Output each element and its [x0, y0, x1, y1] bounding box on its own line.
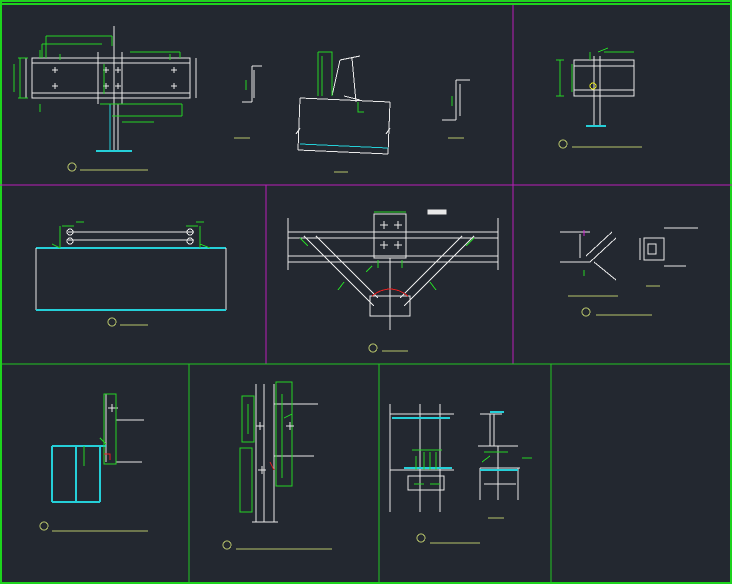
weld-arc [371, 288, 409, 297]
panel-beam-splice [13, 26, 470, 173]
detail-marker [222, 540, 232, 550]
bolt-group [52, 67, 177, 89]
detail-marker [416, 533, 426, 543]
panel-dividers [0, 5, 732, 584]
panel-purlin-brace [35, 221, 227, 327]
detail-marker [581, 307, 591, 317]
panel-knee-brace [287, 209, 499, 353]
detail-marker [558, 139, 568, 149]
panel-column-side [222, 381, 332, 550]
panel-tie-detail [560, 227, 698, 317]
detail-marker [107, 317, 117, 327]
purlin-section-b [442, 79, 470, 121]
dimension-lines [13, 35, 183, 123]
detail-marker [67, 162, 77, 172]
detail-marker [39, 521, 49, 531]
panel-column-cap [556, 47, 642, 149]
detail-marker [368, 343, 378, 353]
column-stub [96, 104, 132, 152]
weld-symbol [589, 82, 597, 90]
purlin-section-a [242, 65, 262, 103]
beam-outline [25, 26, 197, 152]
panel-base-connection [39, 393, 148, 532]
panel-crane-bracket [389, 404, 532, 544]
inclined-detail [295, 51, 391, 155]
